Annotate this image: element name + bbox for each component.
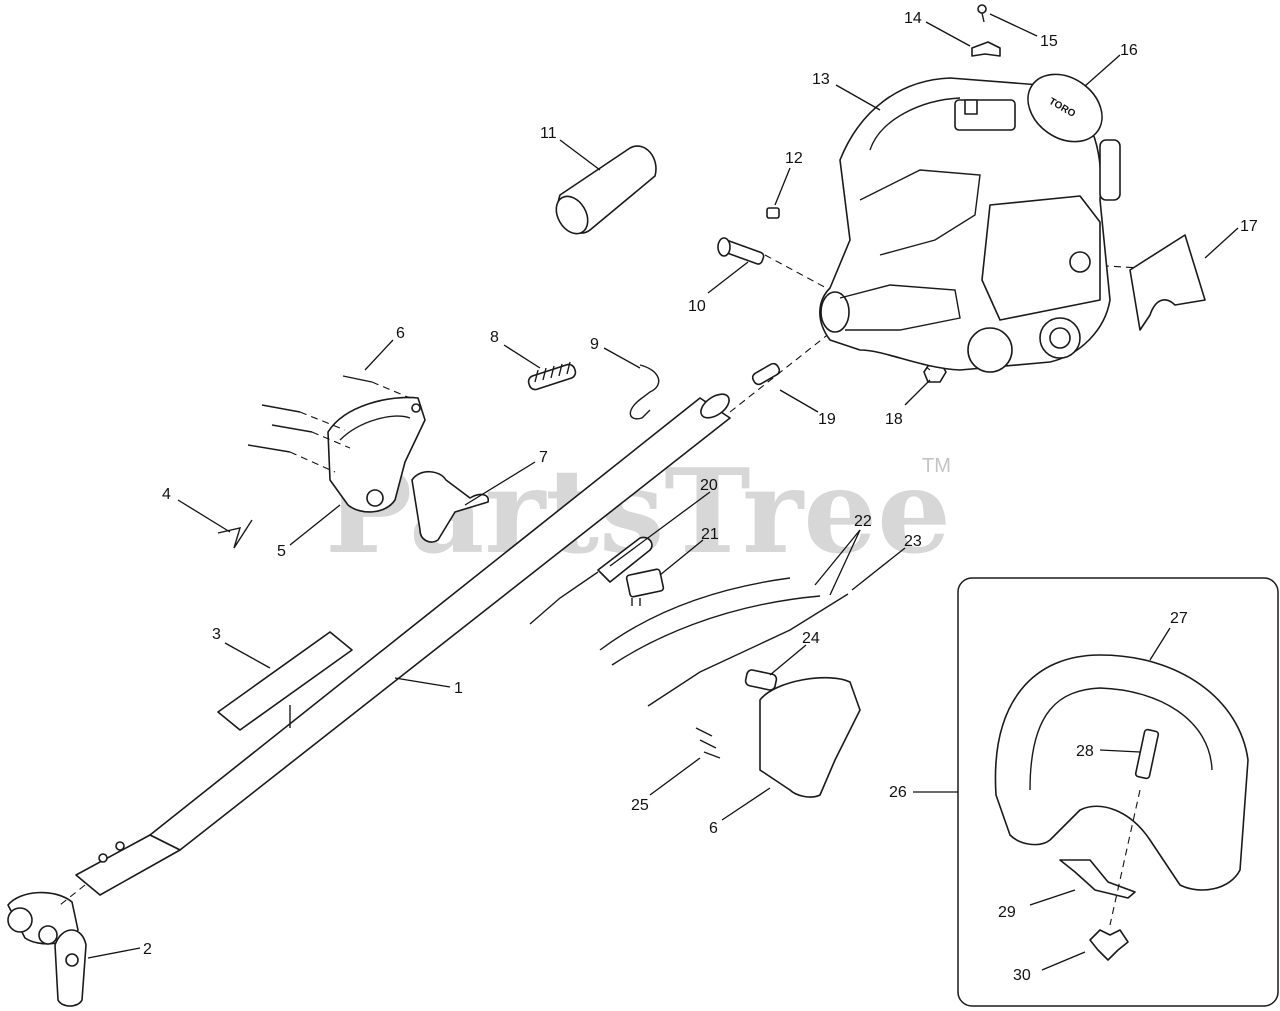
callout-9: 9 (590, 336, 599, 353)
part-spring-shaft (751, 362, 781, 386)
part-engine (819, 77, 1121, 373)
part-screw-top (977, 4, 987, 23)
callout-30: 30 (1013, 967, 1031, 984)
part-logo-badge: TORO (1027, 73, 1103, 143)
callout-20: 20 (700, 477, 718, 494)
part-plate (744, 669, 778, 691)
part-shaft-tube (75, 393, 731, 896)
callout-25: 25 (631, 797, 649, 814)
callout-labels: 1 2 3 4 5 6 7 8 9 10 11 12 13 14 15 16 1… (143, 10, 1258, 984)
callout-29: 29 (998, 904, 1016, 921)
part-clip (217, 519, 253, 549)
part-stop-switch (625, 568, 665, 606)
callout-23: 23 (904, 533, 922, 550)
part-bolt (717, 237, 765, 265)
part-loop-bolt (1134, 728, 1160, 780)
part-torsion-spring (695, 727, 721, 759)
part-shaft-clamp (7, 891, 87, 1007)
callout-19: 19 (818, 411, 836, 428)
callout-16: 16 (1120, 42, 1138, 59)
part-wire-clip (629, 364, 660, 420)
part-loop-handle (994, 654, 1249, 891)
part-wing-nut (1089, 929, 1129, 961)
part-trigger-cover (759, 676, 861, 798)
part-handle-housing (327, 396, 426, 513)
callout-24: 24 (802, 630, 820, 647)
callout-28: 28 (1076, 743, 1094, 760)
watermark-tm: TM (922, 455, 951, 477)
part-spring-throttle (527, 361, 577, 391)
callout-3: 3 (212, 626, 221, 643)
callout-14: 14 (904, 10, 922, 27)
callout-2: 2 (143, 941, 152, 958)
part-screw-small (766, 207, 780, 219)
callout-8: 8 (490, 329, 499, 346)
leader-lines (87, 13, 1239, 971)
callout-6-upper: 6 (396, 325, 405, 342)
callout-4: 4 (162, 486, 171, 503)
callout-17: 17 (1240, 218, 1258, 235)
callout-26: 26 (889, 784, 907, 801)
part-sleeve (555, 145, 657, 235)
callout-12: 12 (785, 150, 803, 167)
callout-7: 7 (539, 449, 548, 466)
callout-13: 13 (812, 71, 830, 88)
callout-18: 18 (885, 411, 903, 428)
callout-11: 11 (540, 125, 557, 142)
part-decal (217, 631, 353, 731)
callout-1: 1 (454, 680, 463, 697)
callout-10: 10 (688, 298, 706, 315)
part-bracket (971, 41, 1001, 57)
callout-27: 27 (1170, 610, 1188, 627)
part-throttle-cable (647, 593, 849, 707)
part-screws-housing (247, 375, 411, 473)
callout-21: 21 (701, 526, 719, 543)
part-throttle-trigger (411, 470, 490, 543)
callout-6-lower: 6 (709, 820, 718, 837)
part-wire-harness (599, 577, 821, 666)
callout-5: 5 (277, 543, 286, 560)
callout-22: 22 (854, 513, 872, 530)
part-shield-plate (1129, 234, 1206, 331)
part-loop-bracket (1059, 859, 1136, 899)
callout-15: 15 (1040, 33, 1058, 50)
part-switch-harness (529, 536, 653, 625)
